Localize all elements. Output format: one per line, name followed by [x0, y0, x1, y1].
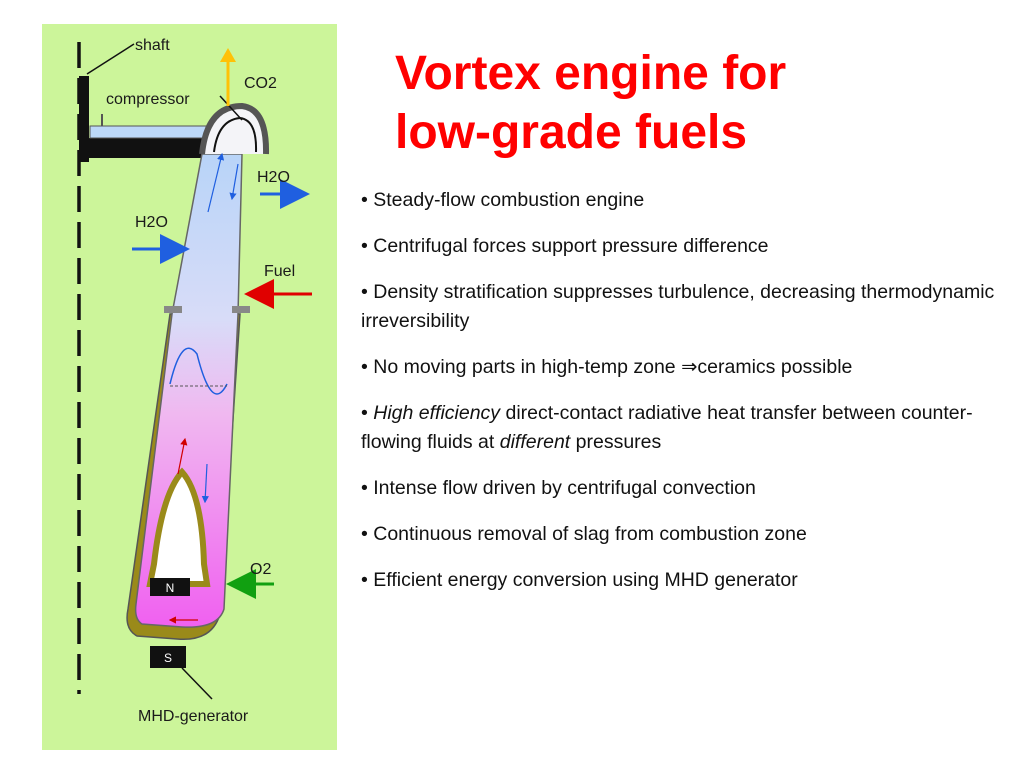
flange-left: [164, 306, 182, 313]
bullet-item: • Intense flow driven by centrifugal con…: [361, 474, 1001, 503]
bullet-text: • Efficient energy conversion using MHD …: [361, 569, 798, 591]
flow-line: [177, 437, 188, 475]
magnet-s-label: S: [164, 651, 172, 665]
flange-right: [232, 306, 250, 313]
bullet-text: • Centrifugal forces support pressure di…: [361, 235, 769, 257]
co2-arrow-icon: [220, 48, 236, 62]
mhd-leader: [181, 667, 213, 700]
magnet-s: [150, 646, 186, 668]
bullet-list: • Steady-flow combustion engine • Centri…: [361, 186, 1001, 612]
shaft-bar: [79, 76, 89, 162]
bullet-item: • Efficient energy conversion using MHD …: [361, 566, 1001, 595]
bullet-emphasis: different: [499, 431, 571, 453]
h2o-out-label: H2O: [257, 169, 290, 186]
flow-line: [207, 152, 225, 213]
magnet-n: [150, 578, 190, 596]
bullet-item: • No moving parts in high-temp zone ⇒cer…: [361, 353, 1001, 382]
h2o-in-label: H2O: [135, 214, 168, 231]
o2-label: O2: [250, 561, 271, 578]
mhd-generator-label: MHD-generator: [138, 708, 249, 725]
vortex-engine-diagram: N S shaft compressor CO2 H2O H2O Fuel O2…: [42, 24, 337, 750]
compressor-bend: [199, 102, 270, 155]
bullet-text: • Intense flow driven by centrifugal con…: [361, 477, 756, 499]
diagram-svg: N S shaft compressor CO2 H2O H2O Fuel O2…: [77, 37, 312, 725]
bullet-text: •: [361, 402, 374, 424]
shaft-label: shaft: [135, 37, 170, 54]
bullet-item: • Density stratification suppresses turb…: [361, 278, 1001, 336]
bullet-text: pressures: [570, 431, 662, 453]
flow-line: [229, 163, 239, 201]
title-line-1: Vortex engine for: [395, 47, 787, 100]
bullet-text: direct-contact radiative heat transfer b…: [361, 402, 973, 453]
slide-title: Vortex engine for low-grade fuels: [395, 44, 995, 162]
bullet-text: • Steady-flow combustion engine: [361, 189, 645, 211]
implies-symbol: ⇒: [681, 356, 698, 378]
fuel-label: Fuel: [264, 263, 295, 280]
shaft-arm: [79, 138, 219, 158]
title-line-2: low-grade fuels: [395, 106, 748, 159]
bullet-item: • High efficiency direct-contact radiati…: [361, 399, 1001, 457]
bullet-text: • No moving parts in high-temp zone: [361, 356, 682, 378]
shaft-leader: [86, 43, 135, 75]
bullet-item: • Steady-flow combustion engine: [361, 186, 1001, 215]
flow-line: [201, 463, 209, 504]
compressor-leader: [219, 95, 243, 121]
compressor-label: compressor: [106, 91, 190, 108]
bullet-item: • Continuous removal of slag from combus…: [361, 520, 1001, 549]
magnet-n-label: N: [166, 581, 175, 595]
bullet-text: ceramics possible: [697, 356, 853, 378]
bullet-text: • Continuous removal of slag from combus…: [361, 523, 807, 545]
bullet-item: • Centrifugal forces support pressure di…: [361, 232, 1001, 261]
bullet-text: • Density stratification suppresses turb…: [361, 281, 995, 332]
co2-label: CO2: [244, 75, 277, 92]
bullet-emphasis: High efficiency: [373, 402, 501, 424]
stratification-wave: [169, 347, 228, 395]
